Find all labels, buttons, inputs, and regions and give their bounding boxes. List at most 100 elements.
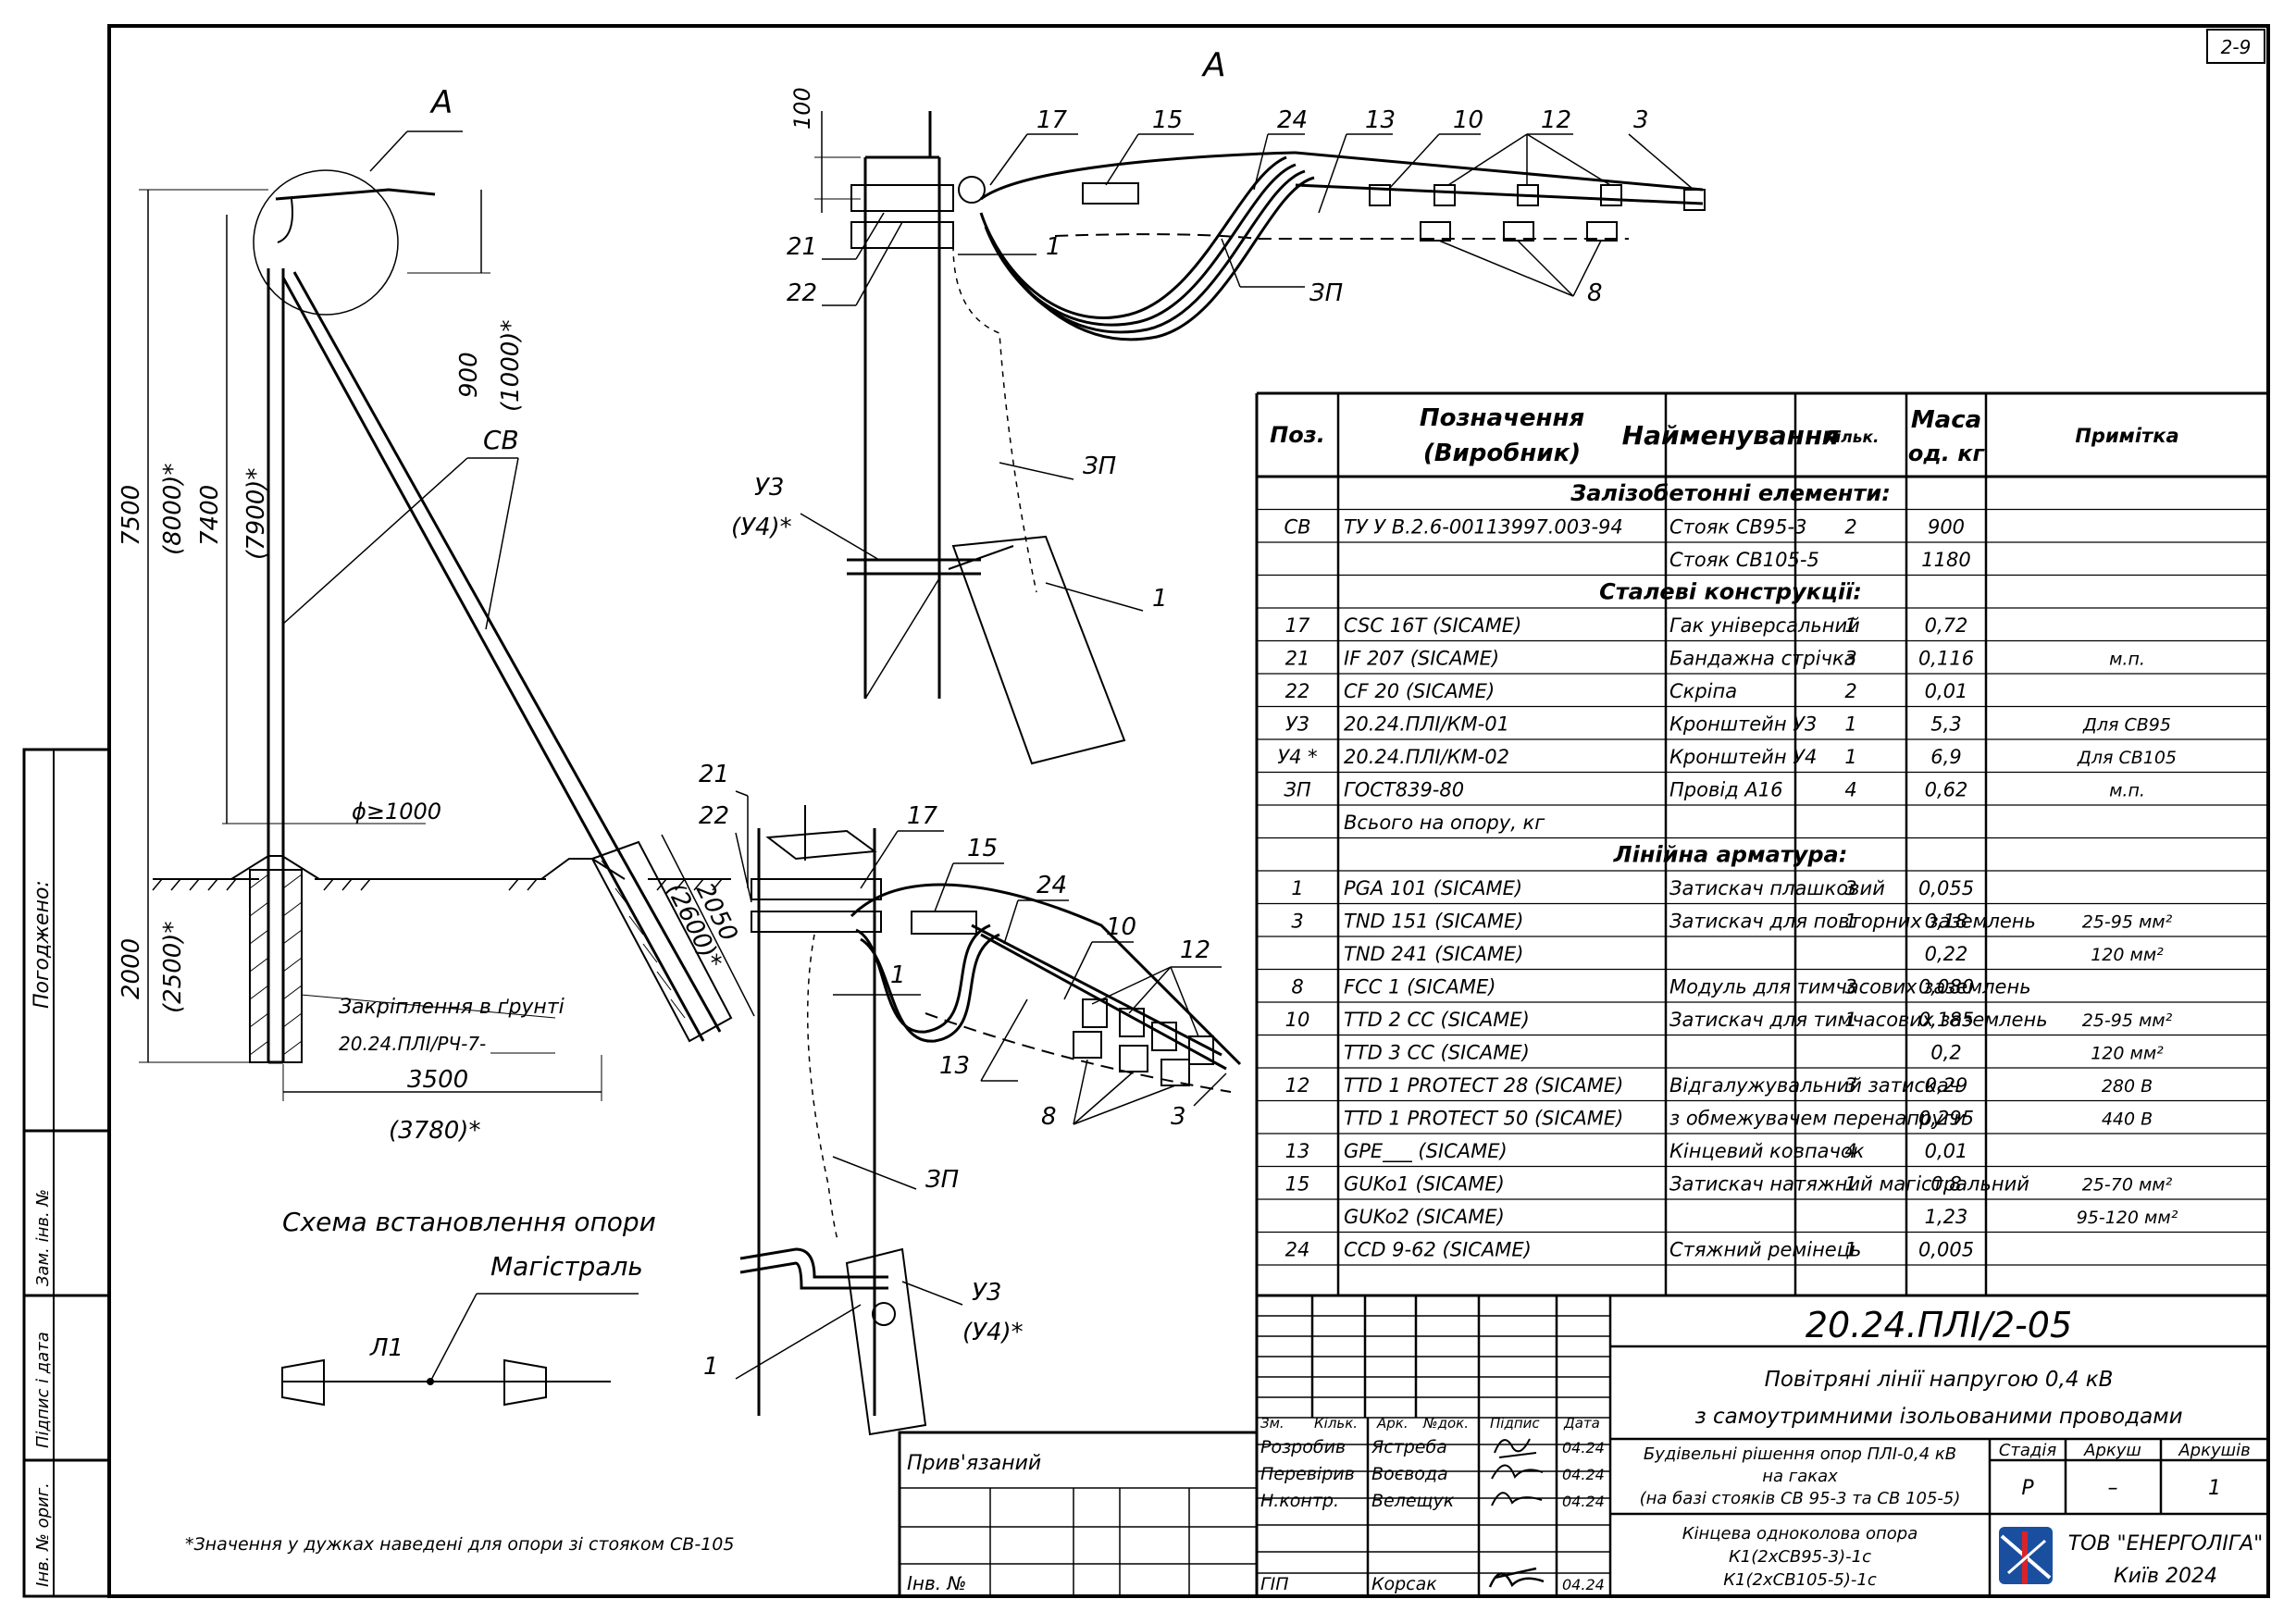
stamp-orig-inv: Інв. № ориг. [33,1482,53,1587]
cell-code: CCD 9-62 (SICAME) [1344,1239,1532,1261]
cell-name: Затискач натяжний магістральний [1669,1173,2029,1196]
cell-mass: 0,18 [1925,911,1968,933]
drawing-name-line1: Кінцева одноколова опора [1682,1524,1918,1543]
footnote: *Значення у дужках наведені для опори зі… [185,1534,734,1555]
sheet-desc-line2: на гаках [1762,1467,1838,1486]
view-a-title: А [1201,46,1226,84]
callout-zp-top: ЗП [1309,279,1343,307]
cell-name: з обмежувачем перенапруги [1669,1108,1967,1130]
sheet-number: 2-9 [2221,36,2252,58]
sheets-value: 1 [2208,1477,2221,1500]
col-data: Дата [1563,1415,1600,1432]
callout-22-bottom: 22 [699,802,729,830]
cell-qty: 4 [1844,1140,1856,1162]
header-manufacturer: (Виробник) [1423,440,1581,467]
cell-code: CF 20 (SICAME) [1344,680,1495,702]
sheet-number-box [2206,29,2265,64]
detail-bottom-perspective: 21 22 17 15 24 10 12 1 13 8 3 ЗП У3 (У4)… [699,761,1242,1436]
cell-mass: 1180 [1921,549,1970,571]
sheet-value: – [2108,1477,2118,1500]
header-name: Найменування [1622,420,1840,451]
col-pidpys: Підпис [1490,1415,1540,1432]
doc-code: 20.24.ПЛІ/2-05 [1806,1305,2072,1345]
header-note: Примітка [2075,425,2178,447]
cell-mass: 0,01 [1925,680,1968,702]
main-line-label: Магістраль [490,1251,643,1282]
cell-pos: 21 [1285,648,1310,670]
dim-7900: (7900)* [242,468,270,560]
section-title: Сталеві конструкції: [1599,579,1862,605]
stamp-sign-date: Підпис і дата [33,1332,53,1448]
cell-pos: СВ [1284,516,1310,539]
callout-21-bottom: 21 [699,761,729,788]
cell-mass: 0,185 [1918,1009,1974,1031]
col-zm: Зм. [1260,1415,1285,1432]
dim-3500: 3500 [407,1066,468,1094]
cell-pos: У3 [1285,713,1309,736]
cell-pos: 22 [1285,680,1310,702]
bound-label: Прив'язаний [907,1452,1041,1475]
cell-name: Кронштейн У3 [1669,713,1817,736]
detail-a-top: А 100 17 [731,46,1706,765]
foundation-label: Закріплення в ґрунті [339,996,565,1019]
date-developer: 04.24 [1562,1439,1605,1457]
callout-u3-bottom: У3 [972,1279,1001,1307]
cell-mass: 0,005 [1918,1239,1974,1261]
callout-24-top: 24 [1277,106,1308,134]
cell-mass: 0,01 [1925,1140,1968,1162]
cell-mass: 0,62 [1925,779,1968,801]
cell-mass: 5,3 [1930,713,1961,736]
sheets-label: Аркушів [2178,1441,2250,1460]
signature-gip [1488,1567,1545,1588]
specification-table: Поз.Позначення(Виробник)НайменуванняКіль… [1255,391,2270,1295]
cell-qty: 3 [1844,648,1856,670]
dim-diameter: ϕ≥1000 [352,799,441,824]
cell-qty: 2 [1844,516,1856,539]
cell-code: Всього на опору, кг [1344,812,1545,834]
cell-mass: 0,22 [1925,943,1968,965]
cell-pos: 3 [1291,911,1303,933]
callout-21-top: 21 [787,233,817,261]
dim-2000: 2000 [118,938,145,999]
header-qty: Кільк. [1823,428,1880,447]
name-checker: Воєвода [1371,1464,1448,1484]
cell-note: 440 В [2102,1110,2153,1130]
view-a-callout: А [429,84,453,121]
signature-normcontrol [1491,1492,1543,1506]
col-ndok: №док. [1422,1415,1469,1432]
cell-name: Стяжний ремінець [1669,1239,1861,1261]
company-name: ТОВ "ЕНЕРГОЛІГА" [2068,1532,2264,1556]
cell-pos: 15 [1285,1173,1310,1196]
callout-zp-top-2: ЗП [1083,452,1116,480]
callout-3-top: 3 [1633,106,1649,134]
cell-pos: 8 [1291,976,1303,998]
date-gip: 04.24 [1562,1576,1605,1593]
inv-label: Інв. № [907,1572,966,1594]
cell-qty: 1 [1844,1173,1856,1196]
role-developer: Розробив [1260,1437,1346,1457]
callout-1-top-2: 1 [1152,585,1168,613]
title-block: Прив'язаний Інв. № Зм. Кільк. Арк. №док.… [898,1294,2270,1598]
cell-code: CSC 16T (SICAME) [1344,614,1521,637]
name-developer: Ястреба [1371,1437,1447,1457]
cell-code: FCC 1 (SICAME) [1344,976,1496,998]
callout-15-top: 15 [1152,106,1183,134]
callout-22-top: 22 [787,279,817,307]
dim-1000: (1000)* [497,320,525,412]
cell-name: Гак універсальний [1669,614,1860,637]
cell-name: Затискач для повторних заземлень [1669,911,2036,933]
callout-u4-top: (У4)* [731,514,792,541]
drawing-name-line2: К1(2хСВ95-3)-1с [1729,1547,1871,1567]
foundation-code: 20.24.ПЛІ/РЧ-7- [339,1033,486,1055]
cell-mass: 6,9 [1930,746,1961,768]
cell-note: Для СВ105 [2077,748,2177,768]
cell-name: Стояк СВ105-5 [1669,549,1819,571]
cell-code: TTD 3 CC (SICAME) [1344,1042,1530,1064]
cell-code: ТУ У В.2.6-00113997.003-94 [1344,516,1623,539]
cell-mass: 0,29 [1925,1074,1968,1097]
callout-12-top: 12 [1541,106,1571,134]
cell-code: TTD 1 PROTECT 28 (SICAME) [1344,1074,1623,1097]
cell-note: 25-95 мм² [2082,1010,2173,1031]
cell-code: 20.24.ПЛІ/КМ-02 [1344,746,1509,768]
